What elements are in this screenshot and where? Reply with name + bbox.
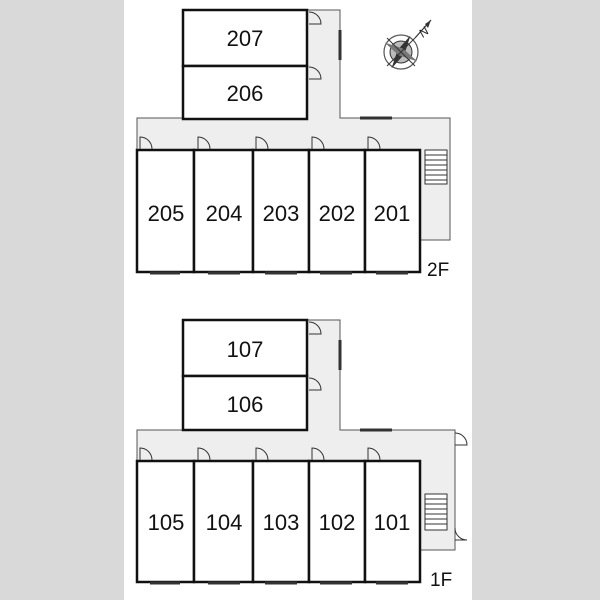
compass-north-label: N [416, 24, 432, 41]
room-104[interactable] [192, 459, 255, 584]
floor-1f: 107 106 105 104 103 102 101 1F [135, 318, 468, 591]
room-label-101: 101 [374, 510, 411, 535]
room-label-203: 203 [263, 201, 300, 226]
room-105[interactable] [135, 459, 196, 584]
room-label-102: 102 [319, 510, 356, 535]
room-203[interactable] [251, 148, 311, 274]
room-label-207: 207 [227, 26, 264, 51]
room-label-204: 204 [206, 201, 243, 226]
door-icon [255, 136, 269, 150]
door-icon [308, 11, 322, 25]
door-icon [197, 447, 211, 461]
door-icon [139, 447, 153, 461]
room-205[interactable] [135, 148, 196, 274]
door-icon [308, 66, 322, 80]
floor-label-1f: 1F [430, 570, 452, 591]
room-label-106: 106 [227, 392, 264, 417]
door-icon [454, 527, 468, 541]
door-icon [367, 136, 381, 150]
door-icon [308, 321, 322, 335]
room-label-104: 104 [206, 510, 243, 535]
compass-icon: N [383, 19, 432, 70]
room-206[interactable] [181, 64, 309, 121]
stairs-icon [424, 493, 448, 531]
room-106[interactable] [181, 374, 309, 432]
door-icon [197, 136, 211, 150]
door-icon [308, 377, 322, 391]
room-207[interactable] [181, 8, 309, 68]
room-label-105: 105 [148, 510, 185, 535]
room-label-206: 206 [227, 81, 264, 106]
door-icon [311, 447, 325, 461]
room-label-201: 201 [374, 201, 411, 226]
door-icon [454, 432, 468, 446]
floor-2f: 207 206 205 204 203 202 201 2F [135, 8, 451, 281]
door-icon [255, 447, 269, 461]
room-label-107: 107 [227, 337, 264, 362]
room-201[interactable] [363, 148, 422, 274]
stairs-icon [424, 149, 448, 185]
room-label-202: 202 [319, 201, 356, 226]
door-icon [311, 136, 325, 150]
room-101[interactable] [363, 459, 422, 584]
room-label-205: 205 [148, 201, 185, 226]
door-icon [367, 447, 381, 461]
room-label-103: 103 [263, 510, 300, 535]
door-icon [139, 136, 153, 150]
floor-label-2f: 2F [427, 260, 449, 281]
room-107[interactable] [181, 318, 309, 378]
